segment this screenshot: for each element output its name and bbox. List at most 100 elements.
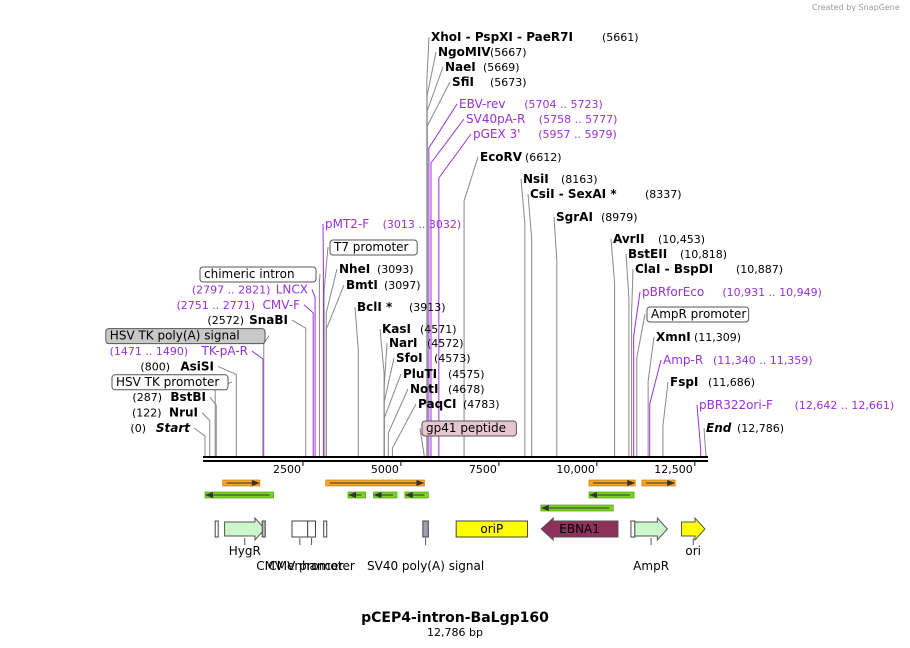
leader-line	[647, 336, 655, 457]
leader-line	[251, 350, 264, 457]
site-position: (6612)	[525, 151, 562, 164]
site-name: NarI	[389, 336, 418, 350]
site-position: (11,686)	[708, 376, 755, 389]
site-position: (4678)	[448, 383, 485, 396]
leader-line	[325, 268, 338, 457]
leader-line	[383, 357, 395, 457]
leader-line	[214, 381, 233, 457]
primer-range: (1471 .. 1490)	[110, 345, 189, 358]
site-name: SnaBI	[249, 313, 288, 327]
leader-line	[303, 304, 314, 457]
feature-arrow	[540, 516, 619, 542]
feature-callout-label: HSV TK promoter	[116, 375, 219, 389]
primer-name: pBRforEco	[642, 285, 704, 299]
site-position: (800)	[140, 360, 170, 373]
leader-line	[379, 328, 385, 457]
leader-line	[387, 388, 409, 457]
leader-line	[430, 118, 465, 457]
feature-box	[455, 520, 528, 538]
leader-line	[383, 373, 402, 457]
orf-arrows	[204, 479, 676, 512]
site-name: SgrAI	[556, 210, 593, 224]
feature-label: HygR	[229, 544, 261, 558]
site-name: EcoRV	[480, 150, 523, 164]
site-position: (3913)	[409, 301, 446, 314]
site-position: (10,887)	[736, 263, 783, 276]
site-position: (2572)	[207, 314, 244, 327]
site-name: ClaI - BspDI	[635, 262, 713, 276]
feature-callout-box	[421, 420, 517, 437]
leader-line	[633, 291, 641, 457]
leader-line	[209, 396, 217, 457]
primer-name: EBV-rev	[459, 97, 505, 111]
leader-line	[463, 156, 479, 457]
site-position: (4783)	[463, 398, 500, 411]
primer-range: (2751 .. 2771)	[176, 299, 255, 312]
feature-label: ori	[685, 544, 701, 558]
leader-line	[263, 335, 270, 457]
leader-line	[201, 412, 211, 457]
leader-line	[325, 284, 345, 457]
feature-label: CMV promoter	[268, 559, 355, 573]
site-position: (4575)	[448, 368, 485, 381]
site-position: (3093)	[377, 263, 414, 276]
leader-line	[703, 427, 707, 458]
feature-callout-box	[329, 239, 418, 256]
site-name: XhoI - PspXI - PaeR7I	[431, 30, 573, 44]
feature-callout-box	[646, 306, 750, 323]
leader-line	[318, 273, 321, 457]
leader-line	[419, 427, 425, 458]
site-name: NruI	[169, 406, 198, 420]
leader-lines	[193, 36, 707, 458]
site-position: (5661)	[602, 31, 639, 44]
site-position: (10,453)	[658, 233, 705, 246]
leader-line	[610, 238, 616, 457]
leader-line	[625, 253, 630, 457]
site-name: BstBI	[170, 390, 206, 404]
primer-name: pGEX 3'	[473, 127, 520, 141]
site-position: (0)	[130, 422, 146, 435]
feature-label: oriP	[480, 522, 503, 536]
primer-name: CMV-F	[263, 298, 301, 312]
leader-line	[323, 246, 329, 457]
leader-line	[696, 404, 702, 457]
site-position: (5667)	[490, 46, 527, 59]
site-name: SfoI	[396, 351, 423, 365]
feature-callout-label: T7 promoter	[333, 240, 409, 254]
site-name: PluTI	[403, 367, 437, 381]
site-name: NsiI	[523, 172, 549, 186]
site-name: NgoMIV	[438, 45, 491, 59]
feature-box	[307, 520, 316, 538]
primer-name: TK-pA-R	[201, 344, 249, 358]
primer-range: (2797 .. 2821)	[192, 283, 271, 296]
leader-line	[520, 178, 526, 457]
primer-name: SV40pA-R	[466, 112, 525, 126]
dna-backbone	[203, 456, 708, 462]
feature-box	[422, 520, 429, 538]
site-position: (8979)	[601, 211, 638, 224]
leader-line	[193, 427, 206, 457]
site-name: End	[706, 421, 732, 435]
site-position: (4571)	[420, 323, 457, 336]
feature-box	[323, 520, 328, 538]
feature-arrow	[634, 516, 669, 542]
leader-line	[426, 36, 430, 457]
feature-callout-box	[111, 374, 229, 391]
site-position: (8337)	[645, 188, 682, 201]
leader-line	[428, 103, 458, 457]
feature-label: SV40 poly(A) signal	[367, 559, 484, 573]
primer-range: (5957 .. 5979)	[538, 128, 617, 141]
map-title: pCEP4-intron-BaLgp160	[361, 610, 549, 626]
site-name: BclI *	[357, 300, 393, 314]
site-position: (12,786)	[737, 422, 784, 435]
site-name: Start	[156, 421, 191, 435]
site-name: CsiI - SexAI *	[530, 187, 617, 201]
leader-line	[553, 216, 558, 457]
site-name: FspI	[670, 375, 698, 389]
site-name: AsiSI	[180, 359, 214, 373]
primer-range: (12,642 .. 12,661)	[795, 399, 895, 412]
